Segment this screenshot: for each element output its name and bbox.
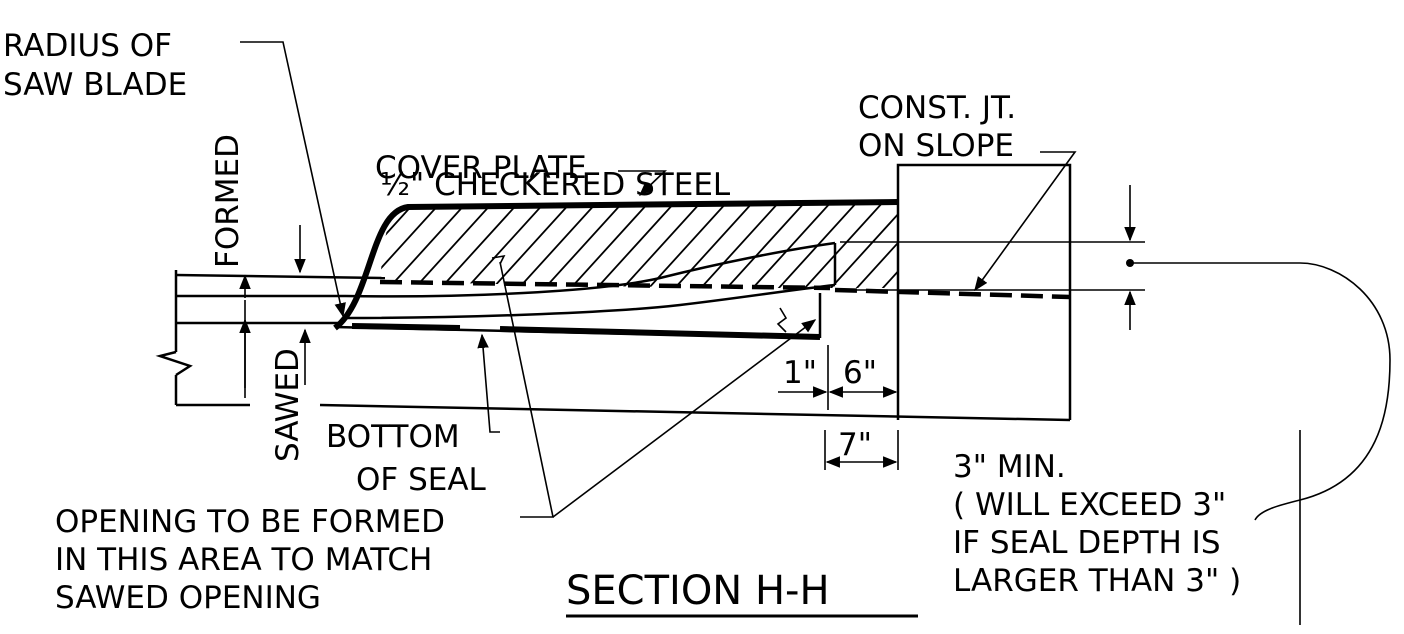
section-title: SECTION H-H: [566, 568, 830, 614]
hatch-line: [819, 203, 898, 288]
radius-label-line1: RADIUS OF: [3, 28, 172, 64]
hatch-line: [871, 203, 898, 288]
squiggle-mark: [776, 307, 788, 333]
min-label-line4: LARGER THAN 3" ): [953, 563, 1241, 599]
opening-leader-1: [499, 261, 554, 518]
labels: RADIUS OF SAW BLADE ½" CHECKERED STEEL C…: [3, 28, 1241, 618]
hatch-line: [689, 203, 791, 288]
hatch-line: [924, 190, 1024, 300]
abutment-block: [834, 163, 1072, 420]
sawed-opening: [345, 241, 837, 338]
min-label-line2: ( WILL EXCEED 3": [953, 487, 1226, 523]
hatch-line: [845, 203, 898, 288]
hatch-line: [507, 203, 609, 288]
dim-7-inch: 7": [838, 427, 872, 463]
dim-1-inch: 1": [783, 355, 817, 391]
formed-label: FORMED: [210, 134, 246, 268]
const-jt-label-line2: ON SLOPE: [858, 128, 1014, 164]
min-label-line3: IF SEAL DEPTH IS: [953, 525, 1221, 561]
hatch-line: [611, 203, 713, 288]
const-jt-leader: [974, 151, 1077, 292]
hatch-line: [559, 203, 661, 288]
brace-curve: [1254, 262, 1391, 521]
hatch-line: [793, 203, 895, 288]
radius-leader: [240, 41, 346, 318]
break-line-symbol: [155, 350, 193, 377]
opening-label-line2: IN THIS AREA TO MATCH: [55, 542, 432, 578]
bottom-seal-label-line1: BOTTOM: [326, 419, 460, 455]
const-jt-label-line1: CONST. JT.: [858, 90, 1016, 126]
opening-leader-2: [552, 319, 817, 518]
hatch-line: [637, 203, 739, 288]
seal-depth-dimension: [840, 185, 1391, 625]
hatch-line: [741, 203, 843, 288]
horizontal-dimensions: [778, 345, 899, 470]
hatch-line: [715, 203, 817, 288]
hatch-line: [533, 203, 635, 288]
hatch-line: [663, 203, 765, 288]
plate-leader: [618, 170, 667, 196]
bottom-seal-leader: [477, 333, 500, 433]
plate-top-edge: [333, 199, 899, 331]
dim-6-inch: 6": [843, 355, 877, 391]
hatch-line: [897, 203, 898, 288]
plate-label-line2: COVER PLATE: [375, 150, 587, 186]
plate-bottom-dashed: [379, 279, 831, 291]
hatch-line: [585, 203, 687, 288]
hook-mark: [491, 254, 506, 265]
construction-joint-dashed: [834, 287, 1071, 300]
min-label-line1: 3" MIN.: [953, 449, 1066, 485]
plate-label-line1: ½" CHECKERED STEEL: [380, 167, 731, 203]
formed-sawed-dimension: [239, 225, 311, 398]
opening-label-line1: OPENING TO BE FORMED: [55, 504, 445, 540]
hatch-line: [976, 190, 1076, 300]
left-deck-slab: [155, 270, 1071, 422]
cover-plate: [333, 190, 1076, 331]
opening-label-line3: SAWED OPENING: [55, 580, 321, 616]
leader-lines: [240, 41, 1077, 518]
radius-label-line2: SAW BLADE: [3, 67, 187, 103]
sawed-label: SAWED: [270, 348, 306, 462]
bottom-seal-label-line2: OF SEAL: [356, 462, 487, 498]
